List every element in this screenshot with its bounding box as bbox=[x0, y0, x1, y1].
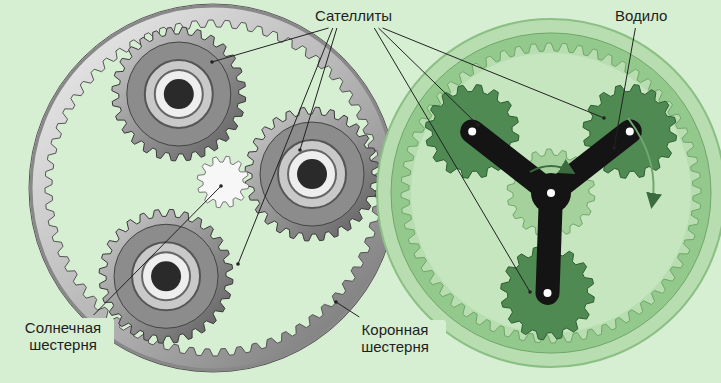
part-label: Коронная шестерня bbox=[344, 320, 446, 356]
leader-line bbox=[614, 28, 635, 148]
leader-dot bbox=[476, 123, 480, 127]
planet-face bbox=[114, 224, 218, 328]
leader-dot bbox=[612, 146, 616, 150]
leader-dot bbox=[210, 60, 214, 64]
ring-rim bbox=[31, 6, 395, 370]
part-label: Водило bbox=[612, 6, 670, 25]
ring-gear bbox=[29, 4, 397, 372]
leader-line bbox=[238, 28, 333, 264]
planet-pin bbox=[468, 127, 476, 135]
carrier-hole bbox=[547, 189, 555, 197]
ring-teeth bbox=[391, 33, 711, 353]
carrier-hub bbox=[531, 173, 571, 213]
ring-inner bbox=[411, 53, 691, 333]
leader-dot bbox=[236, 262, 240, 266]
rotation-arrow bbox=[628, 118, 654, 205]
planet-face bbox=[260, 122, 364, 226]
leader-dot bbox=[602, 116, 606, 120]
gear-photo bbox=[29, 4, 397, 372]
planet-bearing bbox=[288, 150, 336, 198]
gear-scheme bbox=[377, 19, 721, 367]
planet-gear bbox=[245, 107, 379, 241]
leader-dot bbox=[298, 148, 302, 152]
planet-bore bbox=[297, 159, 327, 189]
leader-dot bbox=[334, 300, 338, 304]
planet-hub bbox=[278, 140, 346, 208]
leader-dot bbox=[528, 290, 532, 294]
planet-gear bbox=[99, 209, 233, 343]
planet-face bbox=[127, 42, 231, 146]
planet-hub bbox=[132, 242, 200, 310]
leader-line bbox=[336, 302, 359, 317]
leader-line bbox=[374, 28, 530, 292]
leader-line bbox=[300, 28, 337, 150]
part-label: Сателлиты bbox=[312, 6, 395, 25]
leader-line bbox=[383, 28, 604, 118]
planet-bearing bbox=[155, 70, 203, 118]
leader-dot bbox=[219, 184, 223, 188]
planet-bearing bbox=[142, 252, 190, 300]
planet-gear bbox=[112, 27, 246, 161]
planet-bore bbox=[164, 79, 194, 109]
planet-bore bbox=[151, 261, 181, 291]
part-label: Солнечная шестерня bbox=[12, 318, 114, 354]
leader-line bbox=[379, 28, 479, 125]
leader-line bbox=[212, 28, 329, 62]
planet-hub bbox=[145, 60, 213, 128]
ring-body bbox=[377, 19, 721, 367]
sun-gear bbox=[197, 156, 249, 208]
planet-pin bbox=[626, 127, 634, 135]
leader-line bbox=[94, 186, 221, 315]
planet-pin bbox=[544, 289, 552, 297]
rotation-arrow bbox=[530, 166, 572, 172]
